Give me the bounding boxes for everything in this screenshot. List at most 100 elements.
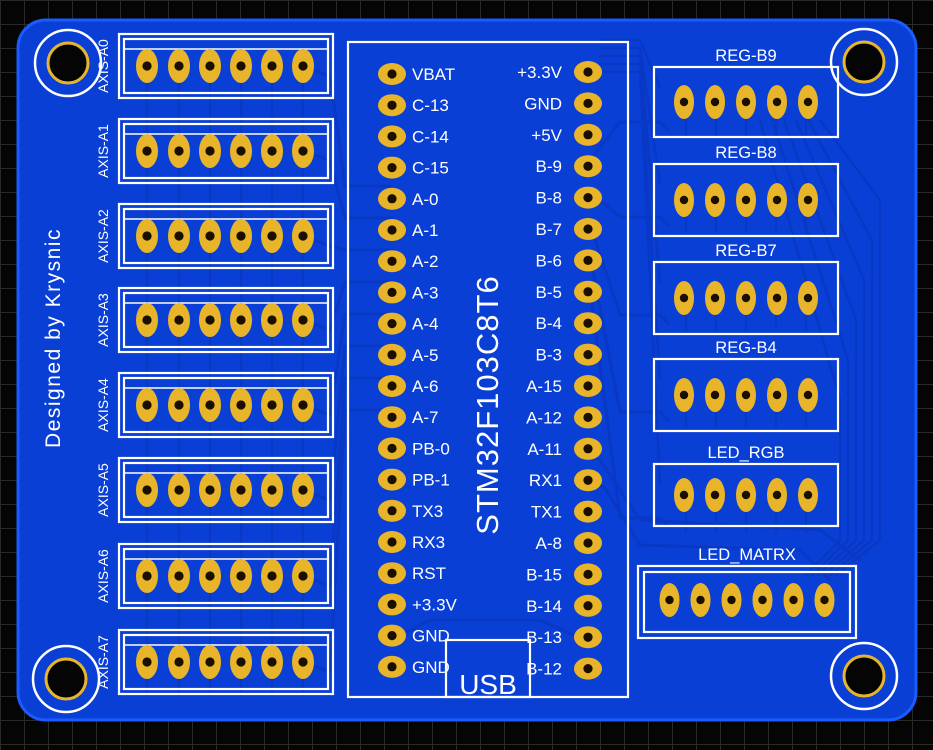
axis-pin-pad (292, 388, 314, 422)
axis-label: AXIS-A3 (95, 293, 111, 347)
axis-pin-pad (168, 645, 190, 679)
connector-inner-outline (122, 122, 330, 180)
mcu-pin-pad (378, 219, 406, 241)
header-reg-b9: REG-B9 (652, 47, 840, 139)
axis-connector-axis-a7: AXIS-A7 (95, 628, 335, 696)
mcu-pin-label: A-1 (412, 221, 438, 240)
mcu-pin-pad (574, 626, 602, 649)
mcu-right-pin-row: +3.3VGND+5VB-9B-8B-7B-6B-5B-4B-3A-15A-12… (517, 61, 602, 680)
mcu-pin-pad (574, 123, 602, 146)
mcu-pin-label: A-4 (412, 315, 438, 334)
copper-trace (806, 118, 874, 577)
designer-credit: Designed by Krysnic (42, 228, 65, 448)
mcu-right-pin-b-15: B-15 (526, 563, 602, 586)
mcu-pin-label: C-13 (412, 96, 449, 115)
header-pin-pad (721, 583, 742, 617)
mcu-right-pin-b-9: B-9 (536, 155, 602, 178)
connector-inner-outline (122, 461, 330, 519)
mcu-pin-pad (574, 500, 602, 523)
mcu-part-number: STM32F103C8T6 (470, 275, 505, 534)
axis-connector-axis-a1: AXIS-A1 (95, 117, 335, 185)
header-pin-pad (705, 478, 725, 512)
mcu-left-pin-a-3: A-3 (378, 281, 438, 304)
axis-connector-axis-a6: AXIS-A6 (95, 542, 335, 610)
copper-trace (770, 118, 850, 577)
header-pin-pad (798, 478, 818, 512)
mcu-pin-pad (574, 375, 602, 397)
axis-label: AXIS-A0 (95, 39, 111, 93)
mcu-pin-label: B-3 (536, 346, 562, 365)
header-led-matrx: LED_MATRX (636, 546, 858, 640)
axis-pin-pad (168, 134, 190, 168)
mcu-pin-label: B-7 (536, 220, 562, 239)
header-label: REG-B9 (715, 47, 776, 65)
mcu-pin-label: TX1 (531, 503, 562, 522)
axis-pin-pad (230, 473, 252, 507)
connector-outline (117, 117, 335, 185)
usb-connector-outline (444, 638, 532, 699)
mcu-pin-pad (574, 92, 602, 115)
copper-trace (588, 222, 670, 325)
mcu-left-pin-c-15: C-15 (378, 156, 449, 179)
copper-trace (301, 408, 394, 674)
mcu-right-pin-rx1: RX1 (529, 469, 602, 492)
axis-label: AXIS-A7 (95, 635, 111, 689)
axis-pin-pad (168, 303, 190, 337)
mcu-right-pin-b-3: B-3 (536, 343, 602, 366)
header-label: LED_RGB (707, 444, 784, 462)
mounting-hole-bottom-left (31, 644, 101, 714)
copper-trace (588, 254, 670, 422)
mcu-pin-label: RST (412, 564, 446, 583)
mcu-pin-pad (574, 312, 602, 335)
mcu-pin-label: B-4 (536, 314, 562, 333)
axis-pin-pad (199, 388, 221, 422)
mcu-left-pin-3-3v: +3.3V (378, 593, 458, 616)
mcu-pin-label: PB-1 (412, 471, 450, 490)
connector-inner-outline (122, 376, 330, 434)
axis-pin-pad (261, 219, 283, 253)
mcu-pin-label: A-8 (536, 534, 562, 553)
axis-pin-pad (261, 388, 283, 422)
header-outline (652, 65, 840, 139)
mcu-pin-pad (378, 94, 406, 117)
connector-outline (117, 542, 335, 610)
axis-pin-pad (292, 303, 314, 337)
axis-pin-pad (292, 134, 314, 168)
axis-label: AXIS-A6 (95, 549, 111, 603)
mcu-right-pin-b-8: B-8 (536, 186, 602, 209)
header-pin-pad (705, 183, 725, 217)
mcu-pin-label: +3.3V (412, 595, 458, 614)
header-outline (652, 357, 840, 433)
mcu-pin-pad (574, 406, 602, 429)
header-pin-pad (674, 85, 694, 119)
axis-pin-pad (261, 134, 283, 168)
copper-trace (794, 118, 866, 577)
mcu-pin-label: A-11 (527, 440, 562, 459)
axis-pin-pad (199, 49, 221, 83)
header-pin-pad (798, 85, 818, 119)
mcu-pin-label: +5V (531, 126, 562, 145)
axis-pin-pad (136, 49, 158, 83)
copper-trace (301, 149, 394, 220)
header-label: REG-B4 (715, 339, 776, 357)
connector-outline (117, 32, 335, 100)
mcu-right-pin-gnd: GND (524, 92, 602, 115)
axis-pin-pad (261, 645, 283, 679)
axis-pin-pad (136, 645, 158, 679)
mcu-left-pin-gnd: GND (378, 624, 450, 647)
mcu-pin-pad (574, 155, 602, 178)
header-pin-pad (690, 583, 711, 617)
header-inner-outline (642, 570, 852, 634)
header-outline (652, 162, 840, 238)
header-outline (636, 564, 858, 640)
header-reg-b4: REG-B4 (652, 339, 840, 433)
copper-trace (598, 70, 662, 486)
header-label: REG-B7 (715, 242, 776, 260)
mcu-left-pin-a-7: A-7 (378, 406, 438, 429)
connector-outline (117, 286, 335, 354)
header-pin-pad (767, 478, 787, 512)
mcu-left-pin-pb-0: PB-0 (378, 437, 450, 460)
mcu-left-pin-gnd: GND (378, 655, 450, 678)
header-reg-b8: REG-B8 (652, 144, 840, 238)
mcu-pin-pad (378, 281, 406, 304)
